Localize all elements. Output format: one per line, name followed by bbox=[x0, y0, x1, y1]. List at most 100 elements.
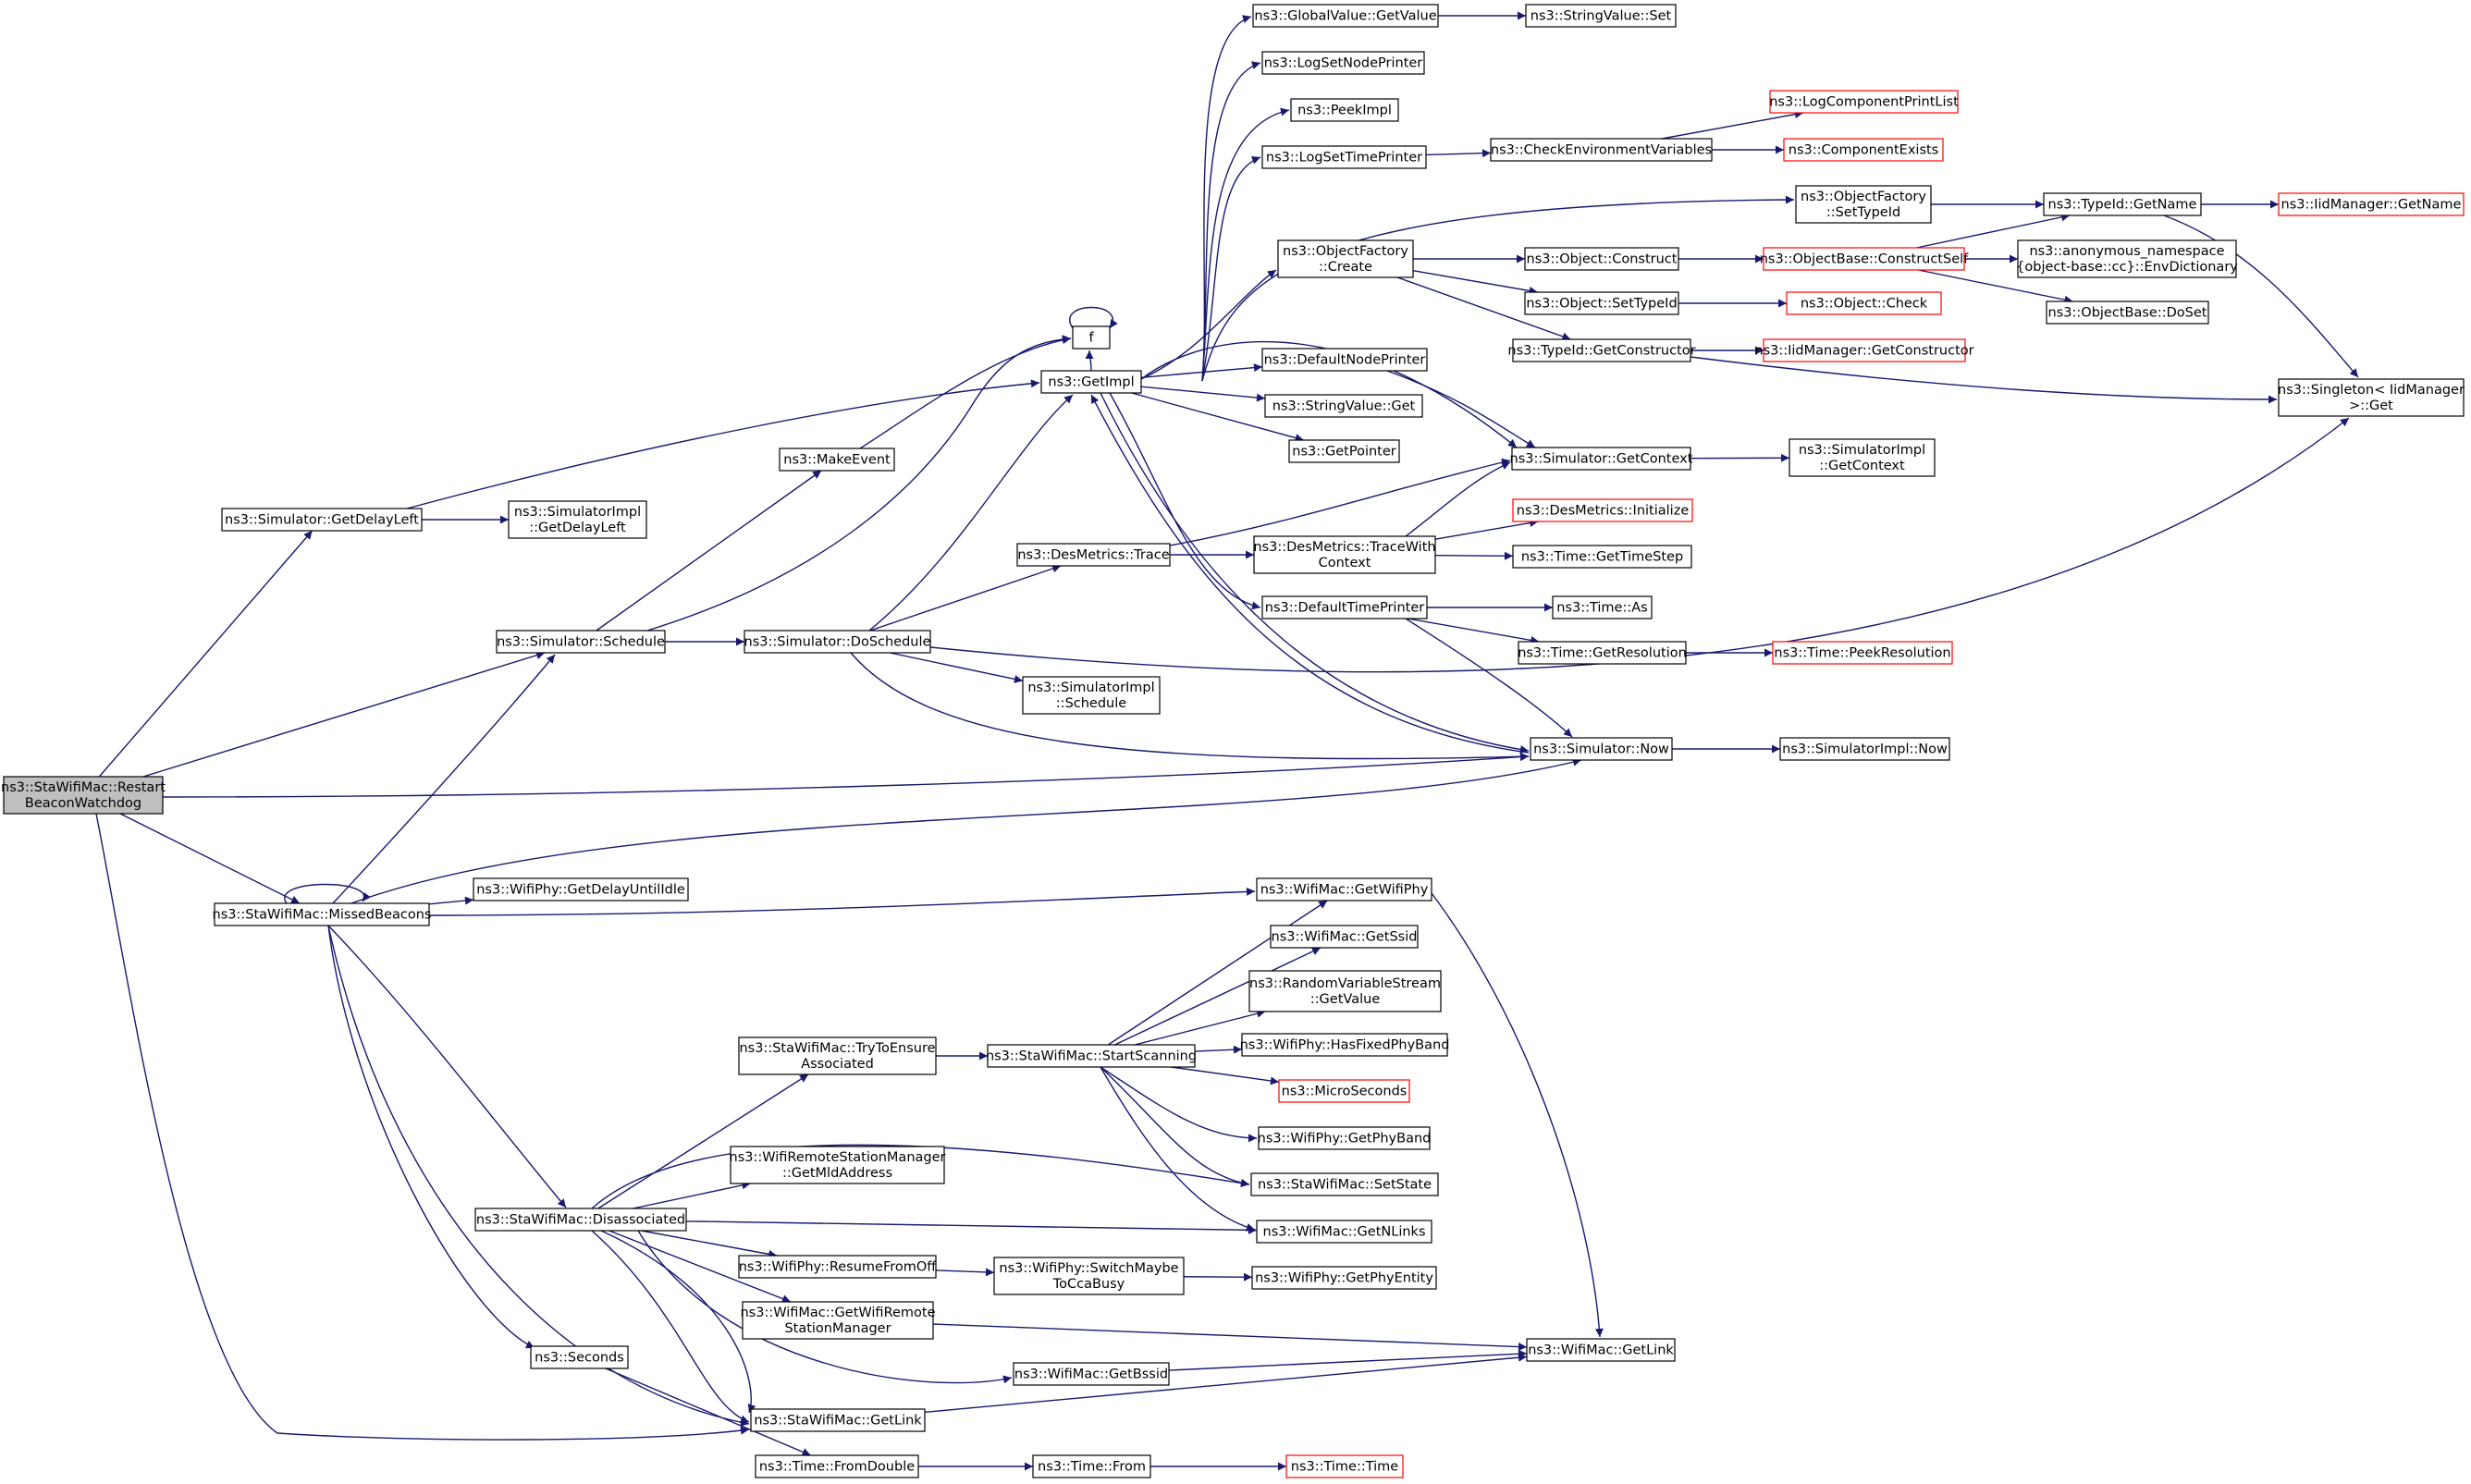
node-singletonGet[interactable]: ns3::Singleton< IidManager>::Get bbox=[2278, 378, 2465, 417]
node-box[interactable] bbox=[1270, 925, 1419, 949]
node-checkEnv[interactable]: ns3::CheckEnvironmentVariables bbox=[1490, 138, 1713, 162]
node-box[interactable] bbox=[1022, 676, 1161, 715]
node-doSet[interactable]: ns3::ObjectBase::DoSet bbox=[2046, 300, 2209, 325]
node-getRemoteMgr[interactable]: ns3::WifiMac::GetWifiRemoteStationManage… bbox=[740, 1301, 936, 1340]
node-envDictionary[interactable]: ns3::anonymous_namespace{object-base::cc… bbox=[2016, 239, 2238, 278]
node-resumeFromOff[interactable]: ns3::WifiPhy::ResumeFromOff bbox=[738, 1255, 938, 1279]
node-box[interactable] bbox=[744, 630, 931, 654]
node-box[interactable] bbox=[1512, 498, 1693, 522]
node-getNLinks[interactable]: ns3::WifiMac::GetNLinks bbox=[1256, 1220, 1432, 1244]
node-objectConstruct[interactable]: ns3::Object::Construct bbox=[1524, 247, 1679, 271]
node-timeGetResolution[interactable]: ns3::Time::GetResolution bbox=[1518, 641, 1687, 665]
node-componentExists[interactable]: ns3::ComponentExists bbox=[1783, 138, 1944, 162]
node-desTrace[interactable]: ns3::DesMetrics::Trace bbox=[1016, 543, 1171, 567]
node-box[interactable] bbox=[474, 1208, 687, 1232]
node-hasFixedPhyBand[interactable]: ns3::WifiPhy::HasFixedPhyBand bbox=[1240, 1033, 1450, 1057]
node-f[interactable]: f bbox=[1072, 325, 1111, 350]
node-box[interactable] bbox=[473, 877, 689, 901]
node-timeAs[interactable]: ns3::Time::As bbox=[1552, 595, 1653, 619]
node-box[interactable] bbox=[1524, 247, 1679, 271]
node-box[interactable] bbox=[508, 500, 647, 539]
node-getPhyEntity[interactable]: ns3::WifiPhy::GetPhyEntity bbox=[1251, 1266, 1437, 1290]
node-box[interactable] bbox=[1278, 1079, 1410, 1103]
node-objFactoryCreate[interactable]: ns3::ObjectFactory::Create bbox=[1277, 239, 1414, 278]
node-box[interactable] bbox=[1783, 138, 1944, 162]
node-getPointer[interactable]: ns3::GetPointer bbox=[1288, 439, 1400, 463]
node-timeTime[interactable]: ns3::Time::Time bbox=[1285, 1454, 1404, 1478]
node-box[interactable] bbox=[1032, 1454, 1151, 1478]
node-defaultTimePrinter[interactable]: ns3::DefaultTimePrinter bbox=[1261, 595, 1428, 619]
node-box[interactable] bbox=[1072, 325, 1111, 350]
node-box[interactable] bbox=[1250, 1172, 1439, 1196]
node-box[interactable] bbox=[1518, 641, 1687, 665]
node-box[interactable] bbox=[1763, 338, 1966, 362]
node-getBssid[interactable]: ns3::WifiMac::GetBssid bbox=[1013, 1362, 1170, 1386]
node-box[interactable] bbox=[1763, 247, 1965, 271]
node-box[interactable] bbox=[214, 902, 430, 926]
node-objFactorySetTypeId[interactable]: ns3::ObjectFactory::SetTypeId bbox=[1795, 185, 1932, 224]
node-box[interactable] bbox=[1511, 447, 1691, 471]
node-peekImpl[interactable]: ns3::PeekImpl bbox=[1290, 98, 1399, 122]
node-getDelayUntilIdle[interactable]: ns3::WifiPhy::GetDelayUntilIdle bbox=[473, 877, 689, 901]
node-box[interactable] bbox=[1779, 737, 1950, 761]
node-box[interactable] bbox=[779, 448, 895, 472]
node-box[interactable] bbox=[1552, 595, 1653, 619]
node-seconds[interactable]: ns3::Seconds bbox=[530, 1345, 629, 1369]
node-box[interactable] bbox=[1241, 1033, 1448, 1057]
node-box[interactable] bbox=[1526, 1338, 1676, 1362]
node-desInitialize[interactable]: ns3::DesMetrics::Initialize bbox=[1512, 498, 1693, 522]
node-getMldAddress[interactable]: ns3::WifiRemoteStationManager::GetMldAdd… bbox=[730, 1146, 946, 1184]
node-box[interactable] bbox=[1288, 439, 1400, 463]
node-box[interactable] bbox=[1769, 90, 1959, 114]
node-simImplGetDelayLeft[interactable]: ns3::SimulatorImpl::GetDelayLeft bbox=[508, 500, 647, 539]
node-typeIdGetName[interactable]: ns3::TypeId::GetName bbox=[2043, 192, 2202, 216]
node-setState[interactable]: ns3::StaWifiMac::SetState bbox=[1250, 1172, 1439, 1196]
node-missedBeacons[interactable]: ns3::StaWifiMac::MissedBeacons bbox=[213, 902, 432, 926]
node-box[interactable] bbox=[1261, 145, 1427, 169]
node-constructSelf[interactable]: ns3::ObjectBase::ConstructSelf bbox=[1760, 247, 1969, 271]
node-wifiMacGetLink[interactable]: ns3::WifiMac::GetLink bbox=[1526, 1338, 1676, 1362]
node-box[interactable] bbox=[1277, 239, 1414, 278]
node-box[interactable] bbox=[1256, 1220, 1432, 1244]
node-startScanning[interactable]: ns3::StaWifiMac::StartScanning bbox=[986, 1044, 1197, 1068]
node-box[interactable] bbox=[1253, 535, 1436, 574]
node-box[interactable] bbox=[1256, 877, 1432, 901]
node-box[interactable] bbox=[1251, 1266, 1437, 1290]
node-box[interactable] bbox=[221, 508, 423, 532]
node-box[interactable] bbox=[2278, 378, 2465, 417]
node-box[interactable] bbox=[987, 1044, 1196, 1068]
node-simImplSchedule[interactable]: ns3::SimulatorImpl::Schedule bbox=[1022, 676, 1161, 715]
node-box[interactable] bbox=[1016, 543, 1171, 567]
node-stringValueSet[interactable]: ns3::StringValue::Set bbox=[1525, 4, 1677, 28]
node-objectSetTypeId[interactable]: ns3::Object::SetTypeId bbox=[1524, 291, 1679, 315]
node-schedule[interactable]: ns3::Simulator::Schedule bbox=[496, 630, 666, 654]
node-box[interactable] bbox=[1490, 138, 1713, 162]
node-getPhyBand[interactable]: ns3::WifiPhy::GetPhyBand bbox=[1258, 1126, 1432, 1150]
node-box[interactable] bbox=[1786, 291, 1942, 315]
node-microSeconds[interactable]: ns3::MicroSeconds bbox=[1278, 1079, 1410, 1103]
node-logComponentPrintList[interactable]: ns3::LogComponentPrintList bbox=[1769, 90, 1959, 114]
node-box[interactable] bbox=[2017, 239, 2237, 278]
node-box[interactable] bbox=[1530, 737, 1673, 761]
node-getWifiPhy[interactable]: ns3::WifiMac::GetWifiPhy bbox=[1256, 877, 1432, 901]
node-box[interactable] bbox=[1261, 595, 1428, 619]
node-box[interactable] bbox=[1789, 438, 1936, 477]
node-box[interactable] bbox=[1261, 51, 1425, 75]
node-box[interactable] bbox=[2046, 300, 2209, 325]
node-box[interactable] bbox=[2043, 192, 2202, 216]
node-box[interactable] bbox=[1040, 370, 1142, 394]
node-simImplNow[interactable]: ns3::SimulatorImpl::Now bbox=[1779, 737, 1950, 761]
node-getDelayLeft[interactable]: ns3::Simulator::GetDelayLeft bbox=[221, 508, 423, 532]
node-box[interactable] bbox=[1512, 338, 1691, 362]
node-box[interactable] bbox=[1258, 1126, 1431, 1150]
node-stringValueGet[interactable]: ns3::StringValue::Get bbox=[1264, 394, 1423, 418]
node-logSetTimePrinter[interactable]: ns3::LogSetTimePrinter bbox=[1261, 145, 1427, 169]
node-box[interactable] bbox=[1252, 4, 1439, 28]
node-globalValueGetValue[interactable]: ns3::GlobalValue::GetValue bbox=[1252, 4, 1439, 28]
node-box[interactable] bbox=[1795, 185, 1932, 224]
node-box[interactable] bbox=[2278, 192, 2465, 216]
node-getSsid[interactable]: ns3::WifiMac::GetSsid bbox=[1270, 925, 1419, 949]
